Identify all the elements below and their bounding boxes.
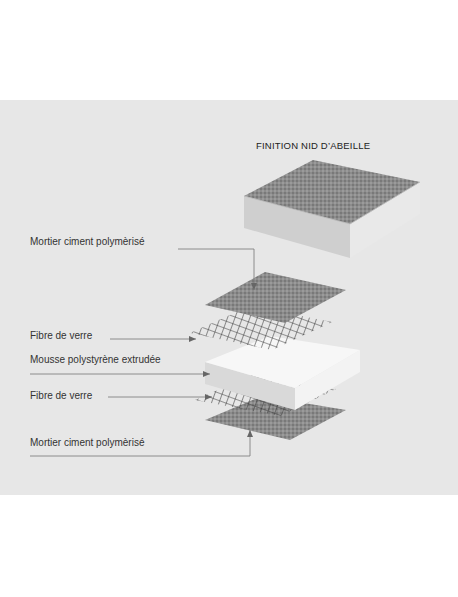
layer-label: Mousse polystyrène extrudée xyxy=(30,354,161,366)
product-caption: FINITION NID D’ABEILLE xyxy=(256,140,370,152)
layer-label: Mortier ciment polymèrisé xyxy=(30,437,144,449)
layer-label: Fibre de verre xyxy=(30,330,92,342)
layer-label: Fibre de verre xyxy=(30,390,92,402)
top-mortar-layer xyxy=(205,272,346,323)
layer-label: Mortier ciment polymèrisé xyxy=(30,236,144,248)
finished-block xyxy=(244,160,420,258)
foam-block xyxy=(205,336,360,410)
background-panel xyxy=(0,100,458,495)
leader-lines xyxy=(30,249,254,456)
